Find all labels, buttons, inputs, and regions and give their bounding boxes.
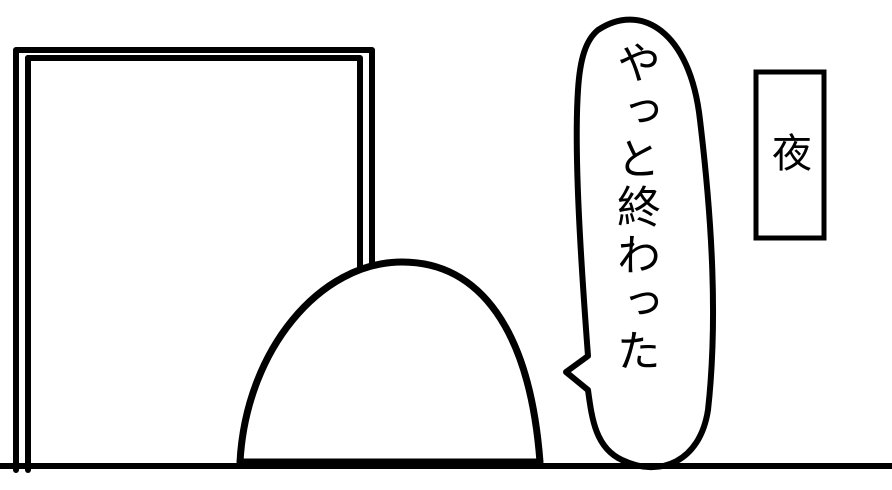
character-head <box>236 258 544 466</box>
caption-box <box>753 69 827 241</box>
door <box>13 47 375 473</box>
door-inner-frame <box>25 55 363 275</box>
caption-text: 夜 <box>765 132 811 172</box>
speech-bubble-text: やっと終わった <box>609 40 660 376</box>
door-outer-frame <box>13 47 375 473</box>
